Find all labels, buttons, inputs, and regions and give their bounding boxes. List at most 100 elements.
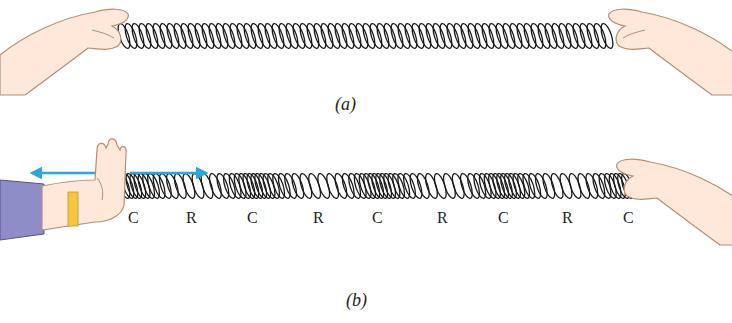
coil-turn xyxy=(432,172,449,200)
coil-turn xyxy=(543,22,560,50)
coil-turn xyxy=(158,22,175,50)
slinky-coil xyxy=(116,172,636,200)
coil-turn xyxy=(354,22,371,50)
coil-turn xyxy=(123,22,140,50)
finger-line xyxy=(97,178,103,200)
coil-turn xyxy=(186,22,203,50)
coil-turn xyxy=(599,22,616,50)
coil-turn xyxy=(576,172,593,200)
coil-turn xyxy=(522,22,539,50)
wave-region-label: C xyxy=(247,210,258,226)
wave-region-label: C xyxy=(128,210,139,226)
hand xyxy=(0,9,128,95)
motion-arrow xyxy=(130,172,206,175)
coil-turn xyxy=(270,22,287,50)
coil-turn xyxy=(480,22,497,50)
motion-arrow xyxy=(32,172,100,175)
coil-turn xyxy=(452,22,469,50)
coil-turn xyxy=(157,172,174,200)
coil-turn xyxy=(284,22,301,50)
coil-turn xyxy=(368,22,385,50)
coil-turn xyxy=(249,22,266,50)
coil-turn xyxy=(558,172,575,200)
coil-turn xyxy=(424,22,441,50)
coil-turn xyxy=(549,172,566,200)
coil-turn xyxy=(550,22,567,50)
coil-turn xyxy=(181,172,198,200)
panel-caption: (b) xyxy=(346,291,367,309)
coil-turn xyxy=(466,22,483,50)
coil-turn xyxy=(571,22,588,50)
coil-turn xyxy=(498,172,515,200)
coil-turn xyxy=(441,172,458,200)
coil-turn xyxy=(172,172,189,200)
coil-turn xyxy=(508,22,525,50)
coil-turn xyxy=(214,22,231,50)
coil-turn xyxy=(417,22,434,50)
coil-turn xyxy=(242,22,259,50)
coil-turn xyxy=(373,172,390,200)
coil-turn xyxy=(333,172,350,200)
coil-turn xyxy=(263,22,280,50)
wrist-band xyxy=(68,192,78,226)
coil-turn xyxy=(221,22,238,50)
hand-shape xyxy=(0,9,128,95)
coil-turn xyxy=(190,172,207,200)
coil-turn xyxy=(298,22,315,50)
coil-turn xyxy=(326,22,343,50)
coil-turn xyxy=(312,22,329,50)
wave-region-label: C xyxy=(623,210,634,226)
coil-turn xyxy=(172,22,189,50)
hand xyxy=(617,159,732,245)
coil-turn xyxy=(445,22,462,50)
coil-turn xyxy=(165,22,182,50)
coil-turn xyxy=(487,22,504,50)
coil-turn xyxy=(567,172,584,200)
coil-turn xyxy=(347,22,364,50)
coil-turn xyxy=(458,172,475,200)
coil-turn xyxy=(324,172,341,200)
coil-turn xyxy=(382,22,399,50)
coil-turn xyxy=(585,22,602,50)
coil-turn xyxy=(315,172,332,200)
coil-turn xyxy=(144,22,161,50)
coil-turn xyxy=(564,22,581,50)
coil-turn xyxy=(207,172,224,200)
coil-turn xyxy=(423,172,440,200)
wave-region-label: R xyxy=(562,210,573,226)
coil-turn xyxy=(459,22,476,50)
coil-turn xyxy=(410,22,427,50)
coil-turn xyxy=(306,172,323,200)
panel-caption: (a) xyxy=(335,95,356,113)
coil-turn xyxy=(130,22,147,50)
coil-turn xyxy=(282,172,299,200)
coil-turn xyxy=(408,172,425,200)
hand-shape xyxy=(42,139,126,230)
coil-turn xyxy=(541,172,558,200)
coil-turn xyxy=(557,22,574,50)
sleeve xyxy=(0,180,44,240)
coil-turn xyxy=(235,22,252,50)
wave-region-label: R xyxy=(313,210,324,226)
wave-region-label: C xyxy=(498,210,509,226)
coil-turn xyxy=(396,22,413,50)
coil-turn xyxy=(494,22,511,50)
hand-shape xyxy=(617,159,732,245)
coil-turn xyxy=(375,22,392,50)
coil-turn xyxy=(207,22,224,50)
hand xyxy=(609,9,732,95)
coil-turn xyxy=(389,22,406,50)
coil-turn xyxy=(298,172,315,200)
coil-turn xyxy=(128,172,145,200)
coil-turn xyxy=(592,22,609,50)
wave-region-label: R xyxy=(437,210,448,226)
coil-turn xyxy=(403,22,420,50)
coil-turn xyxy=(277,22,294,50)
coil-turn xyxy=(584,172,601,200)
coil-turn xyxy=(578,22,595,50)
coil-turn xyxy=(228,22,245,50)
coil-turn xyxy=(179,22,196,50)
